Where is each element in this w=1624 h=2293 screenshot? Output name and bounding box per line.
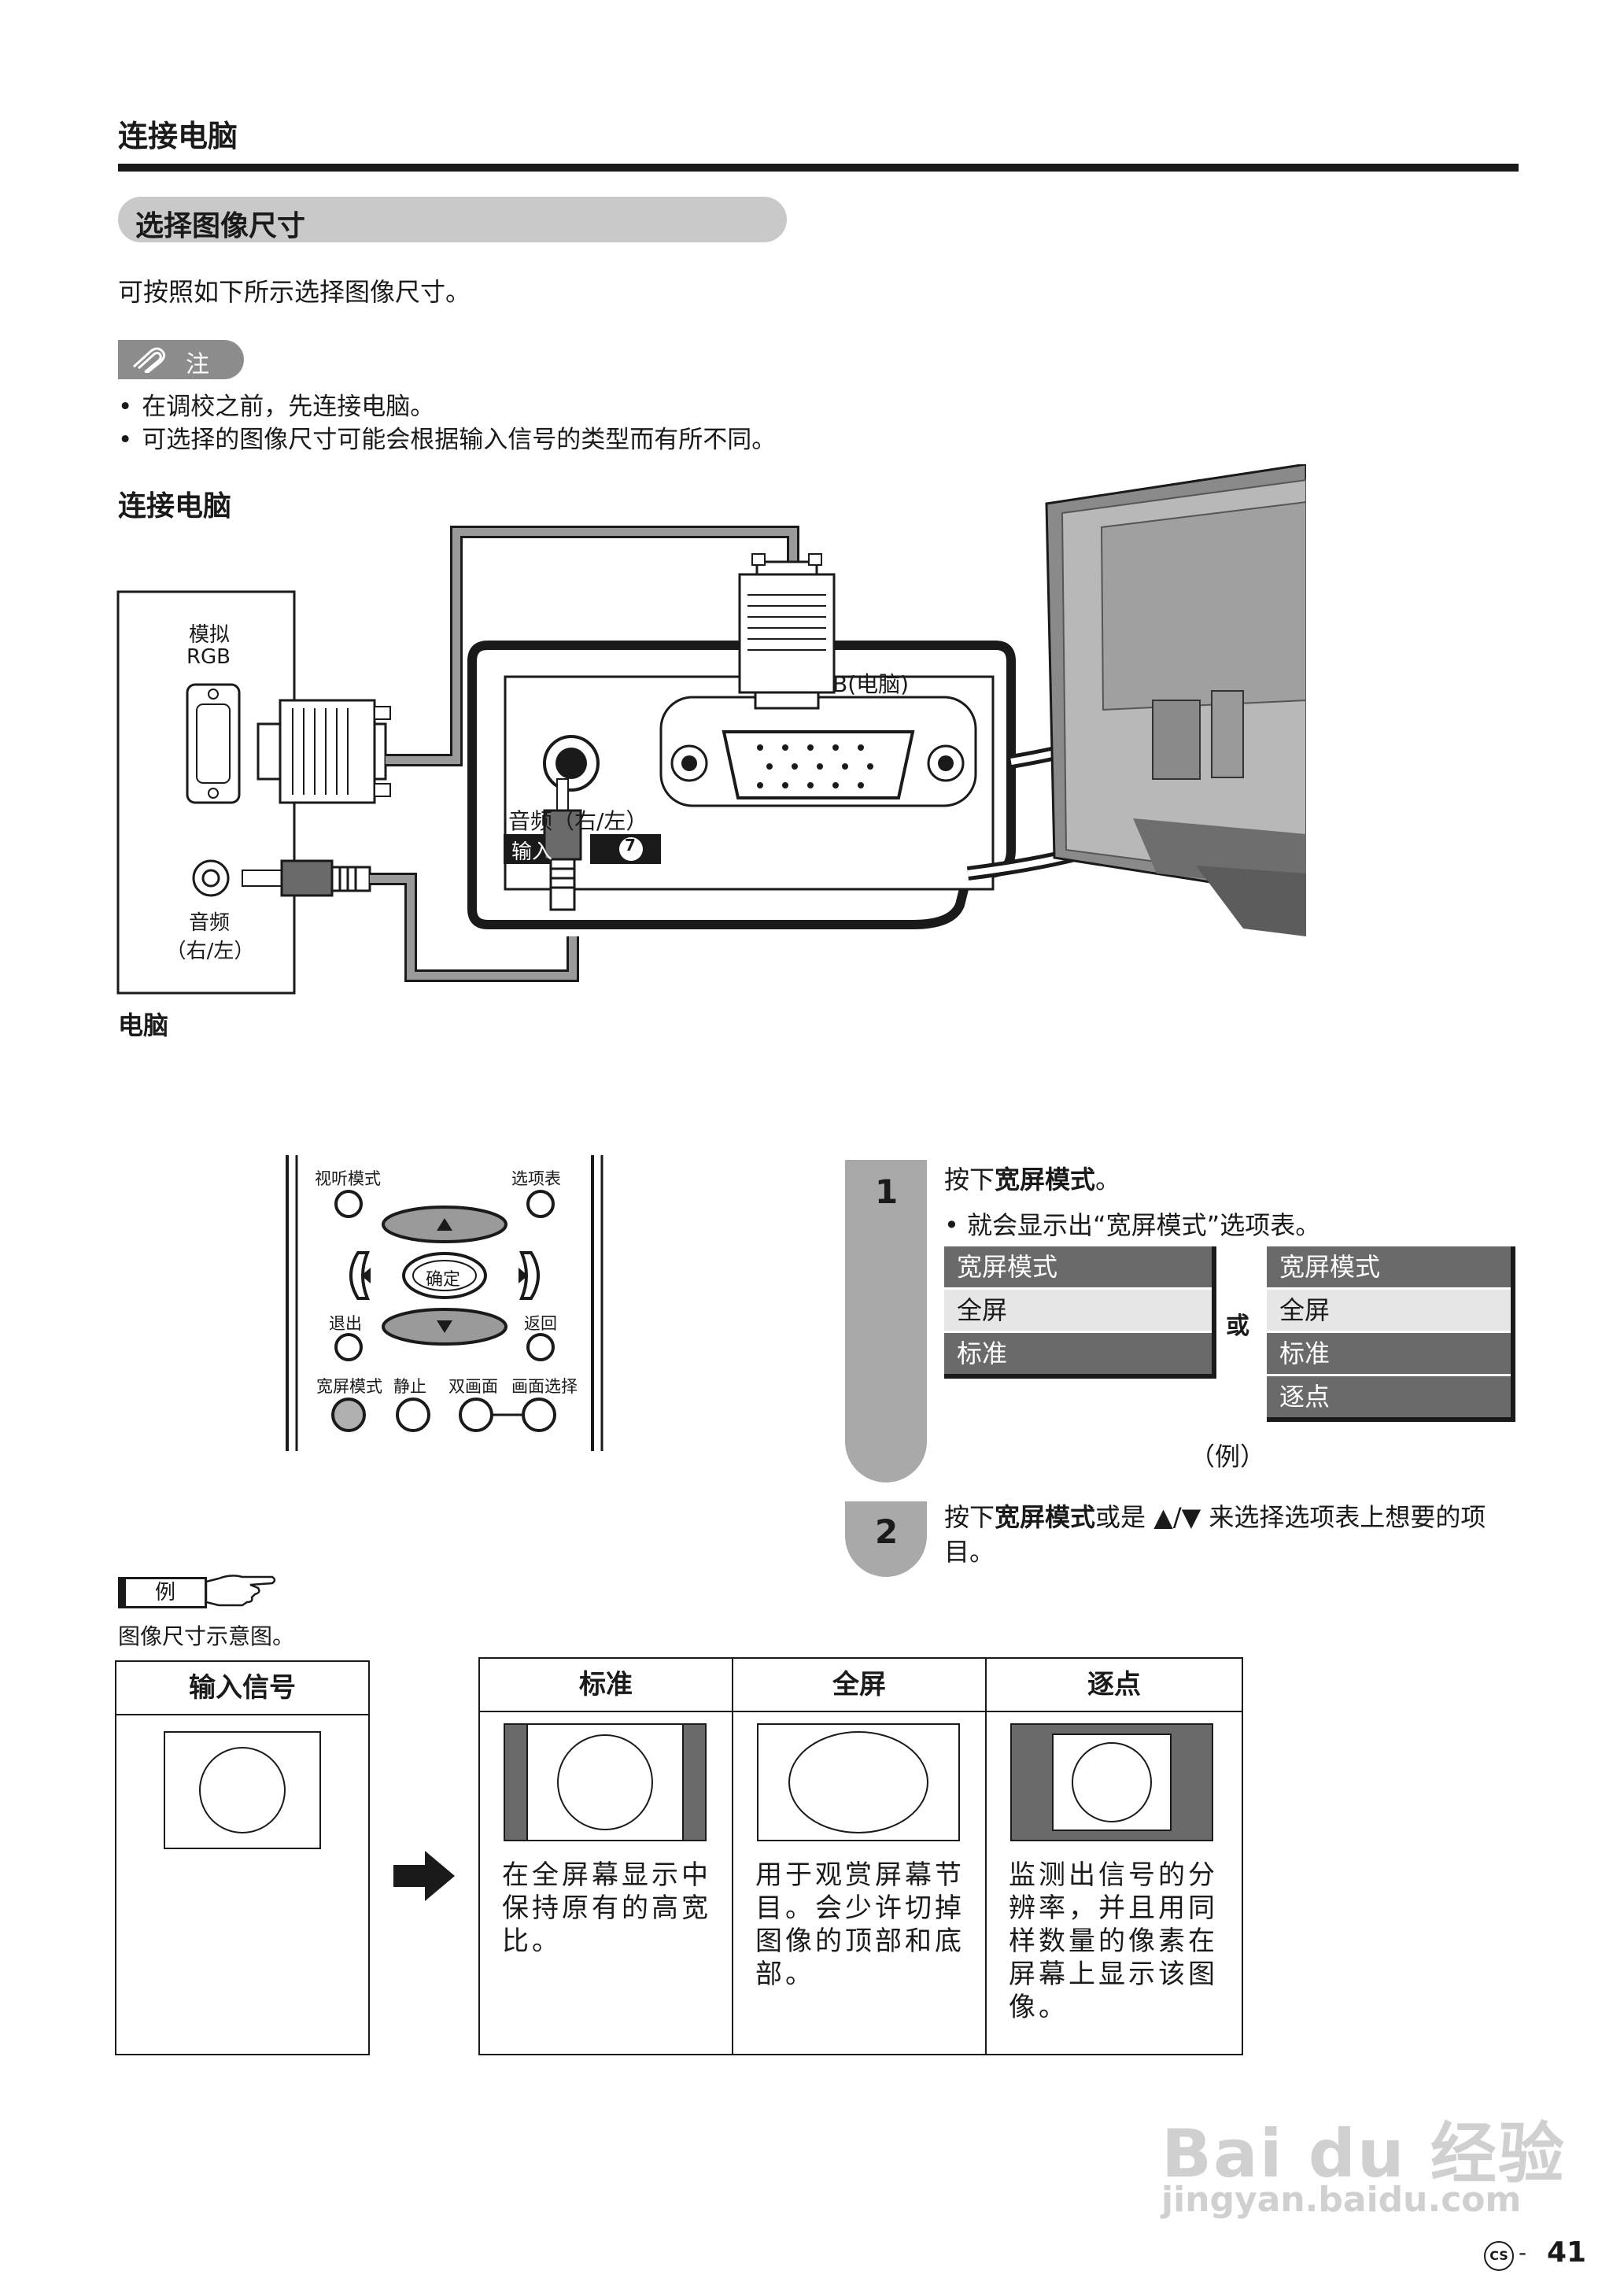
wide-mode-menu-b: 宽屏模式 全屏 标准 逐点 [1267, 1246, 1515, 1422]
or-label: 或 [1226, 1313, 1249, 1340]
vga-plug-left [279, 699, 376, 804]
col-full-header: 全屏 [832, 1669, 886, 1700]
col-normal-header: 标准 [579, 1669, 633, 1700]
input-signal-image [164, 1731, 321, 1849]
watermark-url: jingyan.baidu.com [1161, 2180, 1522, 2220]
note-item: 可选择的图像尺寸可能会根据输入信号的类型而有所不同。 [118, 423, 776, 456]
vga-plug-top [738, 573, 836, 694]
footer-separator: - [1519, 2239, 1527, 2265]
step-1-bullet: • 就会显示出“宽屏模式”选项表。 [944, 1210, 1321, 1240]
input-signal-header: 输入信号 [116, 1662, 368, 1715]
tv-input-label: 输入 [511, 840, 553, 864]
remote-enter[interactable]: 确定 [426, 1270, 461, 1290]
input-signal-box: 输入信号 [115, 1660, 370, 2055]
col-normal-desc: 在全屏幕显示中保持原有的高宽比。 [502, 1859, 711, 1957]
tv-audio-label: 音频（右/左） [508, 808, 648, 834]
menu-b-item-full[interactable]: 全屏 [1267, 1290, 1511, 1333]
step-2-number: 2 [875, 1512, 899, 1551]
example-tag: 例 [118, 1577, 207, 1608]
pc-label: 电脑 [118, 1010, 169, 1040]
connection-diagram [116, 464, 1306, 995]
intro-text: 可按照如下所示选择图像尺寸。 [118, 277, 471, 307]
note-list: 在调校之前，先连接电脑。 可选择的图像尺寸可能会根据输入信号的类型而有所不同。 [118, 390, 776, 456]
page-number: 41 [1547, 2236, 1587, 2269]
remote-return[interactable]: 返回 [524, 1314, 557, 1333]
col-full-desc: 用于观赏屏幕节目。会少许切掉图像的顶部和底部。 [755, 1859, 965, 1990]
note-label: 注 [186, 351, 209, 378]
watermark-brand: Bai du 经验 [1161, 2115, 1566, 2192]
remote-menu[interactable]: 选项表 [511, 1169, 561, 1188]
wide-mode-button [331, 1398, 366, 1432]
col-dot-desc: 监测出信号的分辨率，并且用同样数量的像素在屏幕上显示该图像。 [1009, 1859, 1218, 2023]
step-1-post: 。 [1095, 1165, 1121, 1195]
menu-b-item-dot[interactable]: 逐点 [1279, 1382, 1331, 1412]
example-caption-text: 图像尺寸示意图。 [118, 1623, 295, 1649]
full-mode-image [757, 1723, 960, 1841]
example-caption: （例） [1190, 1442, 1266, 1471]
step-1-bar: 1 [845, 1160, 927, 1483]
pc-audio-label: 音频 [188, 911, 230, 935]
right-arrow-icon [393, 1851, 455, 1901]
pointing-hand-icon [205, 1575, 276, 1607]
col-dot-header: 逐点 [1087, 1669, 1141, 1700]
wide-mode-menu-a: 宽屏模式 全屏 标准 [944, 1246, 1216, 1379]
menu-a-title: 宽屏模式 [944, 1246, 1212, 1290]
subsection-title: 选择图像尺寸 [135, 210, 306, 242]
step-2-key: 宽屏模式 [995, 1502, 1096, 1532]
dot-mode-image [1010, 1723, 1213, 1841]
menu-b-item-normal[interactable]: 标准 [1267, 1333, 1511, 1376]
pc-audio-sub: （右/左） [165, 940, 255, 963]
remote-control [286, 1155, 603, 1451]
step-2-bar: 2 [845, 1501, 927, 1577]
step-1-text: 按下宽屏模式。 [944, 1160, 1120, 1196]
remote-twin[interactable]: 双画面 [448, 1377, 498, 1396]
paperclip-icon [132, 347, 166, 373]
remote-freeze[interactable]: 静止 [393, 1377, 426, 1396]
language-badge: CS [1484, 2241, 1514, 2271]
tv-input-number: 7 [625, 836, 636, 855]
header-rule [118, 164, 1519, 172]
note-item: 在调校之前，先连接电脑。 [118, 390, 776, 423]
step-1-key: 宽屏模式 [995, 1165, 1096, 1195]
remote-picture-select[interactable]: 画面选择 [511, 1377, 578, 1396]
menu-b-title: 宽屏模式 [1267, 1246, 1511, 1290]
step-2-pre: 按下 [944, 1502, 995, 1532]
connection-heading: 连接电脑 [118, 490, 232, 522]
normal-mode-image [504, 1723, 707, 1841]
analog-rgb-label: 模拟 [187, 618, 231, 648]
remote-av-mode[interactable]: 视听模式 [315, 1169, 381, 1188]
step-1-pre: 按下 [944, 1165, 995, 1195]
step-2-text: 按下宽屏模式或是 ▲/▼ 来选择选项表上想要的项目。 [944, 1500, 1526, 1569]
subsection-header: 选择图像尺寸 [118, 197, 787, 242]
audio-plug-left [280, 859, 334, 897]
menu-a-item-normal[interactable]: 标准 [957, 1339, 1008, 1368]
step-1-bullet-text: 就会显示出“宽屏模式”选项表。 [967, 1210, 1321, 1240]
remote-exit[interactable]: 退出 [329, 1314, 362, 1333]
remote-wide-mode[interactable]: 宽屏模式 [316, 1377, 382, 1396]
output-table: 标准 全屏 逐点 在全屏幕显示中保持原有的高宽比。 用于观赏屏幕节目。会少许切掉… [478, 1657, 1243, 2055]
tv-rgb-label: B(电脑) [832, 671, 910, 697]
section-title: 连接电脑 [118, 119, 238, 153]
menu-a-item-full[interactable]: 全屏 [944, 1290, 1212, 1333]
step-1-number: 1 [875, 1172, 899, 1211]
analog-rgb-line2: RGB [186, 645, 231, 669]
note-tag: 注 [118, 340, 244, 379]
step-2-post: 或是 ▲/▼ 来选择选项表上想要的项目。 [944, 1502, 1486, 1567]
analog-rgb-line1: 模拟 [188, 623, 230, 647]
